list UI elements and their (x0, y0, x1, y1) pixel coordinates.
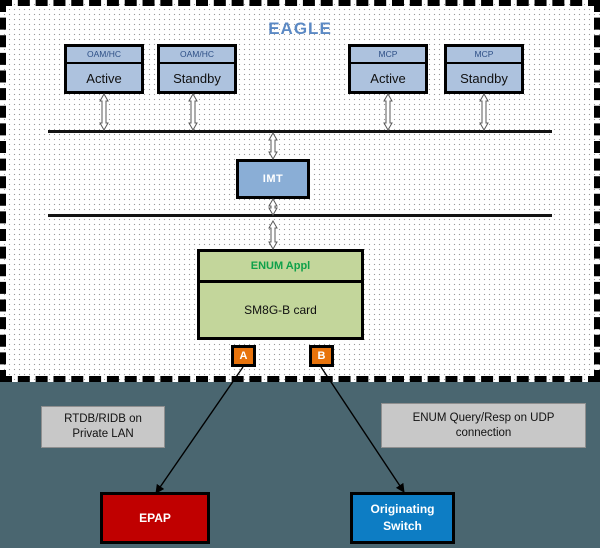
endpoint-epap[interactable]: EPAP (100, 492, 210, 544)
port-b-label: B (317, 350, 326, 362)
card-mcp-standby-head: MCP (447, 47, 521, 64)
port-a-label: A (239, 350, 248, 362)
note-rtdb-ridb: RTDB/RIDB on Private LAN (41, 406, 165, 448)
port-a[interactable]: A (231, 345, 256, 367)
card-mcp-active-head: MCP (351, 47, 425, 64)
note-enum-query-line1: ENUM Query/Resp on UDP (412, 411, 555, 424)
card-mcp-standby[interactable]: MCP Standby (444, 44, 524, 94)
card-oamhc-active-state: Active (86, 71, 122, 86)
note-rtdb-ridb-line1: RTDB/RIDB on (64, 413, 142, 425)
endpoint-switch-line1: Originating (370, 502, 435, 516)
link-port-a-to-epap (155, 366, 244, 494)
port-b[interactable]: B (309, 345, 334, 367)
imt-bus-line-lower (48, 214, 552, 217)
note-rtdb-ridb-line2: Private LAN (72, 428, 134, 440)
endpoint-epap-label: EPAP (139, 510, 171, 525)
sm8gb-card[interactable]: ENUM Appl SM8G-B card (197, 249, 364, 340)
endpoint-switch-line2: Switch (383, 519, 422, 533)
endpoint-originating-switch[interactable]: Originating Switch (350, 492, 455, 544)
sm8gb-card-label: SM8G-B card (244, 303, 317, 317)
note-enum-query: ENUM Query/Resp on UDP connection (381, 403, 586, 448)
card-oamhc-standby-state: Standby (173, 71, 221, 86)
imt-bus-line-upper (48, 130, 552, 133)
card-oamhc-standby-head: OAM/HC (160, 47, 234, 64)
card-oamhc-standby[interactable]: OAM/HC Standby (157, 44, 237, 94)
imt-box[interactable]: IMT (236, 159, 310, 199)
card-mcp-active[interactable]: MCP Active (348, 44, 428, 94)
page-title: EAGLE (268, 19, 332, 38)
card-mcp-standby-state: Standby (460, 71, 508, 86)
card-oamhc-active-head: OAM/HC (67, 47, 141, 64)
card-mcp-active-state: Active (370, 71, 406, 86)
card-oamhc-active[interactable]: OAM/HC Active (64, 44, 144, 94)
enum-application-label: ENUM Appl (200, 252, 361, 283)
imt-label: IMT (262, 173, 284, 185)
note-enum-query-line2: connection (455, 426, 512, 439)
